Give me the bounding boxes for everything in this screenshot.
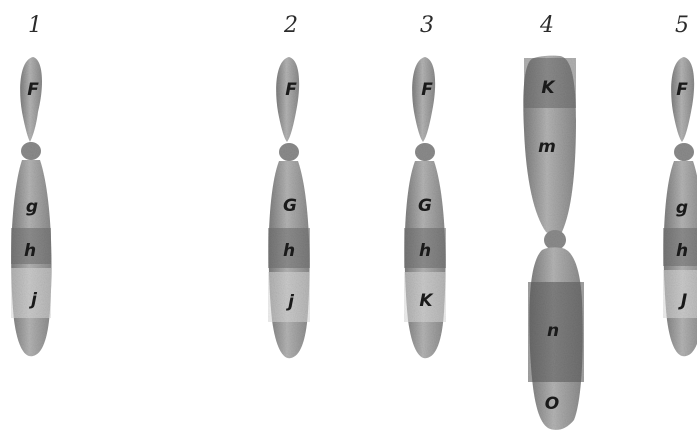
centromere: [21, 142, 41, 160]
chromosome-1: 1 F g h j: [11, 13, 52, 356]
gene-label: G: [418, 196, 432, 216]
gene-label: h: [676, 241, 688, 261]
chromosome-number-4: 4: [539, 13, 554, 38]
centromere: [279, 143, 299, 161]
centromere: [674, 143, 694, 161]
gene-label: n: [547, 321, 559, 341]
chromosome-number-2: 2: [283, 13, 298, 38]
gene-label: G: [283, 196, 297, 216]
gene-label: K: [541, 78, 556, 98]
chromosome-4: 4 K m n O: [523, 13, 584, 430]
gene-label: h: [419, 241, 431, 261]
gene-label: F: [285, 80, 297, 100]
chromosome-3: 3 F G h K: [404, 13, 446, 358]
gene-label: h: [24, 241, 36, 261]
chromosome-number-3: 3: [420, 13, 434, 38]
gene-label: m: [538, 137, 556, 157]
centromere: [415, 143, 435, 161]
centromere: [544, 230, 566, 250]
chromosome-5: 5 F g h J: [663, 13, 697, 356]
gene-label: F: [421, 80, 433, 100]
chromosome-number-1: 1: [28, 13, 42, 38]
gene-label: K: [419, 291, 434, 311]
gene-label: F: [27, 80, 39, 100]
gene-label: h: [283, 241, 295, 261]
gene-label: g: [676, 198, 688, 218]
gene-label: g: [26, 197, 38, 217]
gene-label: O: [545, 394, 559, 414]
chromosome-number-5: 5: [675, 13, 689, 38]
chromosome-2: 2 F G h j: [268, 13, 310, 358]
gene-label: F: [676, 80, 688, 100]
